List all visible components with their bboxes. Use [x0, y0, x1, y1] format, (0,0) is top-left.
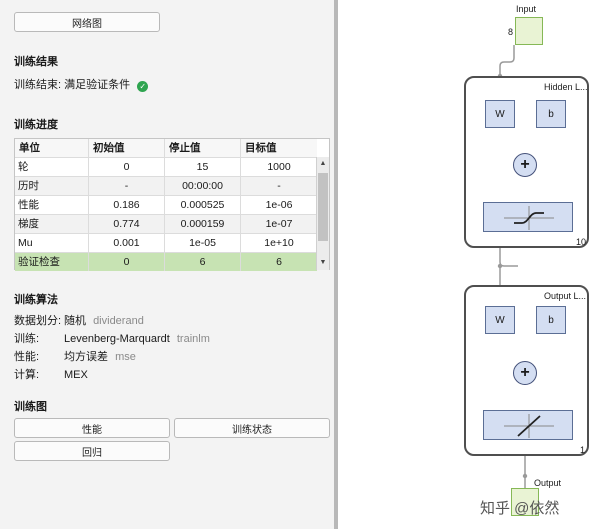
row-stopped: 00:00:00 — [165, 177, 241, 195]
input-label: Input — [516, 4, 537, 14]
check-circle-icon: ✓ — [137, 81, 149, 92]
column-header-stopped: 停止值 — [165, 139, 241, 157]
output-layer-size: 1 — [580, 445, 586, 455]
algorithms-title: 训练算法 — [14, 294, 58, 306]
row-unit: 历时 — [15, 177, 89, 195]
row-target: 1e+10 — [264, 237, 294, 249]
table-row: Mu 0.001 1e-05 1e+10 — [15, 233, 317, 252]
row-target: 1e-06 — [265, 199, 293, 211]
algorithm-row-compute: 计算: MEX — [14, 366, 88, 382]
row-target: - — [277, 180, 281, 192]
algorithm-value: Levenberg-Marquardt — [64, 333, 170, 345]
table-scrollbar[interactable]: ▲ ▼ — [316, 157, 329, 270]
table-row: 轮 0 15 1000 — [15, 157, 317, 176]
scroll-thumb[interactable] — [318, 173, 328, 241]
input-node[interactable] — [515, 17, 543, 45]
input-size: 8 — [508, 27, 514, 37]
algorithm-code: mse — [115, 351, 136, 363]
scroll-down-icon[interactable]: ▼ — [319, 259, 327, 266]
row-initial: - — [89, 177, 165, 195]
results-title: 训练结果 — [14, 56, 58, 68]
table-row: 历时 - 00:00:00 - — [15, 176, 317, 195]
row-target: 1e-07 — [265, 218, 293, 230]
row-stopped: 15 — [165, 158, 241, 176]
hidden-layer-size: 10 — [576, 237, 587, 247]
plots-title: 训练图 — [14, 401, 47, 413]
column-header-initial: 初始值 — [89, 139, 165, 157]
row-initial: 0.774 — [89, 215, 165, 233]
table-row: 性能 0.186 0.000525 1e-06 — [15, 195, 317, 214]
algorithm-row-division: 数据划分:随机 dividerand — [14, 312, 144, 328]
tansig-transfer-icon[interactable] — [483, 202, 573, 232]
row-stopped: 0.000525 — [165, 196, 241, 214]
row-unit: 验证检查 — [15, 253, 89, 271]
algorithm-value: 随机 — [64, 315, 86, 327]
training-summary-panel: 网络图 训练结果 训练结束: 满足验证条件 ✓ 训练进度 单位 初始值 停止值 … — [0, 0, 334, 529]
training-status: 训练结束: 满足验证条件 ✓ — [14, 76, 149, 92]
output-bias-block[interactable]: b — [536, 306, 566, 334]
table-row-validation: 验证检查 0 6 6 — [15, 252, 317, 271]
row-unit: 性能 — [15, 196, 89, 214]
training-state-plot-button[interactable]: 训练状态 — [174, 418, 330, 438]
output-node[interactable] — [511, 488, 539, 516]
row-unit: Mu — [15, 234, 89, 252]
network-diagram: Input 8 Hidden L... 10 W b + Output L...… — [338, 0, 600, 529]
hidden-bias-block[interactable]: b — [536, 100, 566, 128]
performance-plot-button[interactable]: 性能 — [14, 418, 170, 438]
row-stopped: 1e-05 — [165, 234, 241, 252]
algorithm-label: 训练: — [14, 333, 40, 345]
output-sum-node: + — [513, 361, 537, 385]
regression-plot-button[interactable]: 回归 — [14, 441, 170, 461]
purelin-transfer-icon[interactable] — [483, 410, 573, 440]
output-weight-block[interactable]: W — [485, 306, 515, 334]
progress-table: 单位 初始值 停止值 目标值 轮 0 15 1000 历时 - 00:00:00… — [14, 138, 330, 271]
algorithm-label: 性能: — [14, 351, 40, 363]
algorithm-code: dividerand — [93, 315, 144, 327]
column-header-unit: 单位 — [15, 139, 89, 157]
hidden-sum-node: + — [513, 153, 537, 177]
hidden-weight-block[interactable]: W — [485, 100, 515, 128]
algorithm-row-performance: 性能: 均方误差 mse — [14, 348, 136, 364]
tansig-curve-icon — [504, 206, 554, 230]
purelin-line-icon — [504, 414, 554, 438]
status-label: 训练结束: — [14, 79, 62, 91]
network-diagram-button[interactable]: 网络图 — [14, 12, 160, 32]
status-value: 满足验证条件 — [64, 79, 131, 91]
row-stopped: 0.000159 — [165, 215, 241, 233]
table-row: 梯度 0.774 0.000159 1e-07 — [15, 214, 317, 233]
row-unit: 轮 — [15, 158, 89, 176]
scroll-up-icon[interactable]: ▲ — [319, 160, 327, 167]
algorithm-label: 计算: — [14, 369, 40, 381]
panel-divider[interactable] — [334, 0, 338, 529]
row-initial: 0.186 — [89, 196, 165, 214]
row-stopped: 6 — [165, 253, 241, 271]
algorithm-value: 均方误差 — [64, 351, 108, 363]
column-header-target: 目标值 — [245, 142, 277, 154]
algorithm-label: 数据划分: — [14, 315, 62, 327]
algorithm-row-training: 训练: Levenberg-Marquardt trainlm — [14, 330, 210, 346]
table-header: 单位 初始值 停止值 目标值 — [15, 139, 317, 158]
progress-title: 训练进度 — [14, 119, 58, 131]
row-initial: 0.001 — [89, 234, 165, 252]
row-target: 1000 — [267, 161, 291, 173]
row-initial: 0 — [89, 253, 165, 271]
hidden-layer-label: Hidden L... — [544, 82, 588, 92]
algorithm-code: trainlm — [176, 333, 210, 345]
algorithm-value: MEX — [64, 369, 88, 381]
output-layer-label: Output L... — [544, 291, 587, 301]
row-target: 6 — [276, 256, 282, 268]
watermark: 知乎 @依然 — [480, 500, 560, 517]
row-initial: 0 — [89, 158, 165, 176]
row-unit: 梯度 — [15, 215, 89, 233]
output-label: Output — [534, 478, 562, 488]
